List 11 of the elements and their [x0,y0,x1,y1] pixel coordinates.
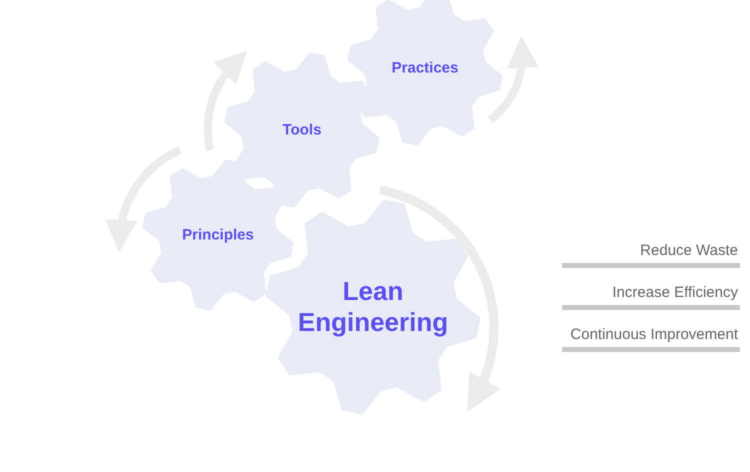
gear [142,159,294,311]
gear-label: Practices [390,60,460,76]
benefit-text: Increase Efficiency [612,284,738,301]
gear-label: Principles [181,226,255,244]
benefit-text: Continuous Improvement [570,326,738,343]
gear-label: Tools [282,122,322,138]
gear [224,52,380,208]
gear-label: Lean Engineering [296,276,450,338]
gear [347,0,503,146]
benefit-text: Reduce Waste [640,242,738,259]
gear [265,199,481,415]
